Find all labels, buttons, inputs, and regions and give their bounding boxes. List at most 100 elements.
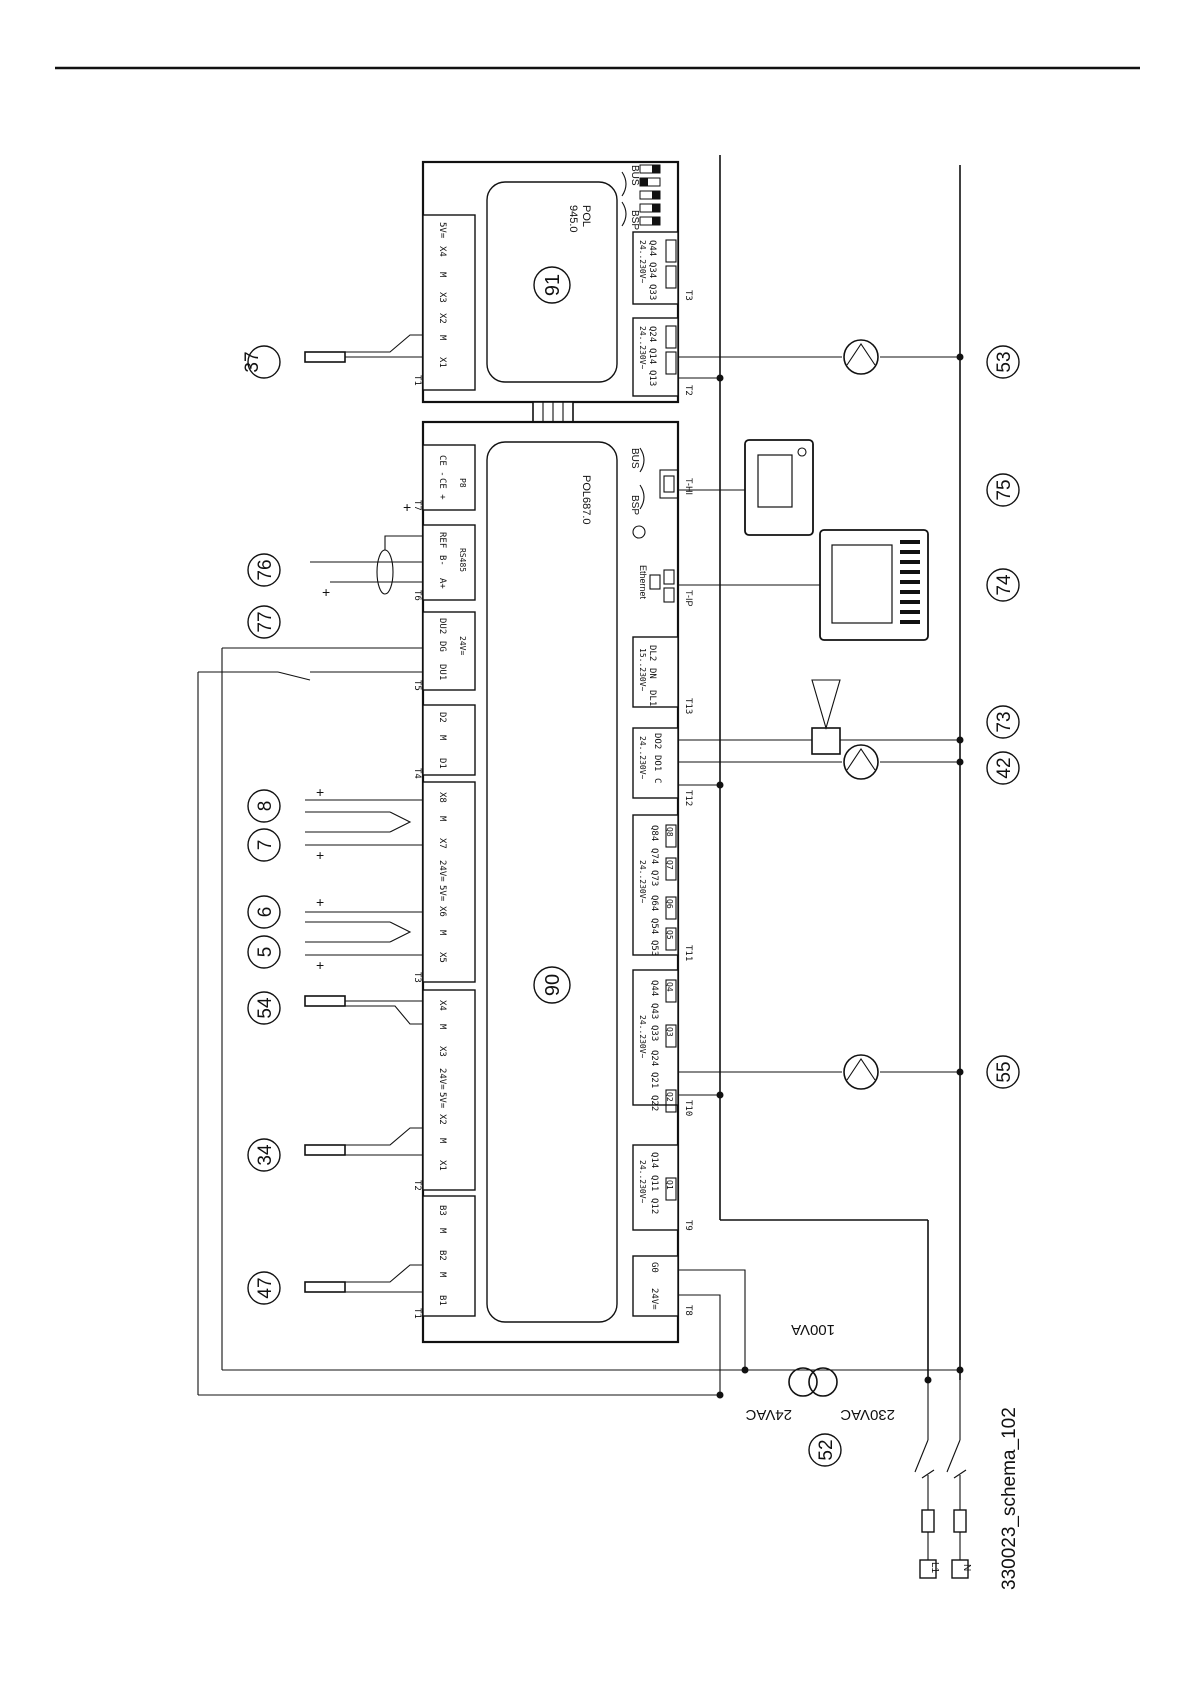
svg-text:DG: DG xyxy=(437,641,447,652)
ext-model: POL xyxy=(580,205,592,227)
fuse-icon xyxy=(921,1509,935,1533)
main-terminals-bottom: DL2 DN DL1 15..230V~ T13 DO2 DO1 C 24..2… xyxy=(638,645,693,1316)
svg-text:90: 90 xyxy=(542,974,564,996)
web-operator-unit xyxy=(678,529,929,641)
svg-text:DO1: DO1 xyxy=(652,755,662,771)
svg-text:74: 74 xyxy=(994,574,1015,596)
svg-text:T1: T1 xyxy=(412,375,422,386)
svg-text:B-: B- xyxy=(437,555,447,566)
svg-text:D1: D1 xyxy=(437,758,447,769)
svg-text:8: 8 xyxy=(255,801,276,812)
transformer-icon xyxy=(788,1367,838,1397)
svg-text:X5: X5 xyxy=(437,952,447,963)
svg-text:Q14: Q14 xyxy=(647,348,657,364)
svg-text:T10: T10 xyxy=(683,1100,693,1116)
transformer-secondary: 24VAC xyxy=(745,1406,792,1423)
svg-text:CE +: CE + xyxy=(437,478,447,500)
svg-text:24V=: 24V= xyxy=(437,1068,447,1090)
svg-text:T9: T9 xyxy=(683,1220,693,1231)
svg-text:54: 54 xyxy=(255,997,276,1019)
svg-text:Q7: Q7 xyxy=(665,860,674,870)
svg-text:T6: T6 xyxy=(412,590,422,601)
svg-text:X4: X4 xyxy=(437,1000,447,1011)
ethernet-port-icon xyxy=(649,569,675,603)
svg-text:M: M xyxy=(437,272,447,278)
pump-icon xyxy=(843,744,879,780)
svg-text:L1: L1 xyxy=(929,1562,940,1574)
svg-text:Q24: Q24 xyxy=(649,1050,659,1066)
ref-badge-53: 53 xyxy=(986,345,1020,379)
svg-text:Q84: Q84 xyxy=(649,825,659,841)
plus-sign: + xyxy=(322,584,330,600)
main-model: POL687.0 xyxy=(580,475,592,525)
svg-text:T4: T4 xyxy=(412,768,422,779)
supply-terminal-l1: L1 xyxy=(919,1559,940,1579)
svg-text:Q33: Q33 xyxy=(647,284,657,300)
main-terminals-top: CE - CE + P8 T7 REF B- A+ RS485 T6 DU2 D… xyxy=(412,455,467,1319)
ref-badge-6: 6 xyxy=(247,895,281,929)
svg-text:M: M xyxy=(437,735,447,741)
svg-text:42: 42 xyxy=(994,757,1015,778)
svg-text:X3: X3 xyxy=(437,292,447,303)
main-bsp-label: BSP xyxy=(629,495,640,515)
svg-text:T3: T3 xyxy=(412,972,422,983)
ext-terminal-t1: 5V= X4 M X3 X2 M X1 T1 xyxy=(412,222,447,386)
svg-text:Q54: Q54 xyxy=(649,918,659,934)
ref-badge-42: 42 xyxy=(986,751,1020,785)
supply-terminal-n: N xyxy=(951,1559,972,1579)
svg-text:Q74: Q74 xyxy=(649,848,659,864)
svg-text:M: M xyxy=(437,1272,447,1278)
svg-text:X3: X3 xyxy=(437,1046,447,1057)
svg-text:RS485: RS485 xyxy=(458,548,467,572)
svg-text:T2: T2 xyxy=(412,1180,422,1191)
svg-text:52: 52 xyxy=(816,1439,837,1460)
svg-text:Q2: Q2 xyxy=(665,1092,674,1102)
svg-text:5: 5 xyxy=(255,947,276,958)
svg-text:Q12: Q12 xyxy=(649,1198,659,1214)
svg-text:T11: T11 xyxy=(683,945,693,961)
svg-text:Q3: Q3 xyxy=(665,1027,674,1037)
plus-sign: + xyxy=(316,894,324,910)
ref-badge-55: 55 xyxy=(986,1055,1020,1089)
main-controller xyxy=(421,420,680,1344)
schema-id: 330023_schema_102 xyxy=(999,1407,1020,1590)
extension-module xyxy=(421,160,680,404)
transformer-rating: 100VA xyxy=(791,1321,835,1338)
svg-text:Q34: Q34 xyxy=(647,262,657,278)
pump-icon xyxy=(843,339,879,375)
svg-text:T8: T8 xyxy=(683,1305,693,1316)
svg-text:T1: T1 xyxy=(412,1308,422,1319)
svg-text:75: 75 xyxy=(994,479,1015,500)
valve-actuator-icon xyxy=(811,679,841,755)
svg-text:Q6: Q6 xyxy=(665,899,674,909)
plus-sign: + xyxy=(403,499,411,515)
main-tip-label: T-IP xyxy=(684,590,694,607)
svg-text:15..230V~: 15..230V~ xyxy=(638,648,647,692)
ref-badge-73: 73 xyxy=(986,705,1020,739)
fuse-icon xyxy=(953,1509,967,1533)
module-bus-connector xyxy=(532,401,574,423)
svg-text:DU2: DU2 xyxy=(437,618,447,634)
svg-text:Q13: Q13 xyxy=(647,370,657,386)
svg-text:47: 47 xyxy=(255,1277,276,1298)
svg-text:Q14: Q14 xyxy=(649,1152,659,1168)
transformer-primary: 230VAC xyxy=(840,1406,895,1423)
svg-text:D2: D2 xyxy=(437,712,447,723)
svg-text:Q44: Q44 xyxy=(649,980,659,996)
svg-text:X8: X8 xyxy=(437,792,447,803)
svg-text:T2: T2 xyxy=(683,385,693,396)
main-thi-label: T-HI xyxy=(684,478,694,495)
outer-wiring xyxy=(197,647,960,1396)
ext-bsp-label: BSP xyxy=(629,210,640,230)
dip-switch-icon xyxy=(639,164,661,226)
svg-text:5V=: 5V= xyxy=(437,222,447,239)
svg-text:X4: X4 xyxy=(437,246,447,257)
svg-text:Q5: Q5 xyxy=(665,930,674,940)
svg-text:24..230V~: 24..230V~ xyxy=(638,240,647,284)
svg-text:X1: X1 xyxy=(437,357,447,368)
ref-badge-74: 74 xyxy=(986,568,1020,602)
svg-text:24..230V~: 24..230V~ xyxy=(638,860,647,904)
svg-text:Q43: Q43 xyxy=(649,1003,659,1019)
svg-text:DN: DN xyxy=(647,668,657,679)
svg-text:M: M xyxy=(437,816,447,822)
